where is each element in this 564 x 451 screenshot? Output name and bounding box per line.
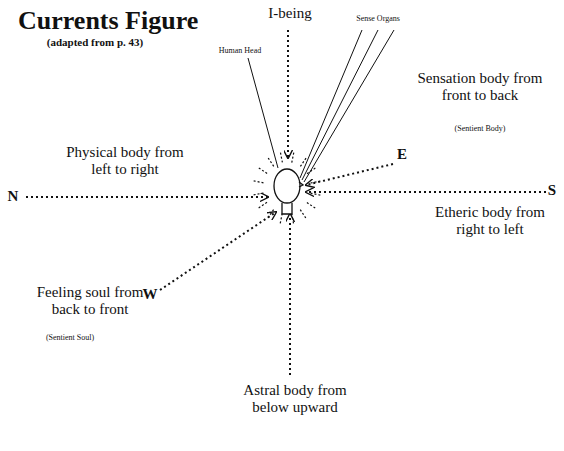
ray-stroke <box>311 193 321 195</box>
diagram-title: Currents Figure <box>18 6 198 36</box>
leader-line <box>302 30 378 180</box>
diagram-label: S <box>544 182 560 199</box>
sensation-current <box>306 164 393 185</box>
diagram-label: Sense Organs <box>338 14 418 23</box>
diagram-label: (Sentient Soul) <box>25 333 115 342</box>
diagram-label: Etheric body from right to left <box>425 204 555 239</box>
etheric-current <box>306 191 546 193</box>
leader-line <box>300 30 362 178</box>
diagram-label: E <box>392 146 412 163</box>
diagram-label: (adapted from p. 43) <box>20 36 170 49</box>
astral-current <box>289 214 291 375</box>
diagram-label: Astral body from below upward <box>225 382 365 417</box>
ray-stroke <box>259 168 267 174</box>
feeling-soul-current <box>160 212 276 290</box>
diagram-label: I-being <box>250 5 330 22</box>
leader-line <box>304 30 394 182</box>
diagram-label: Feeling soul from back to front <box>25 284 155 319</box>
ray-stroke <box>300 210 306 218</box>
ray-stroke <box>254 181 264 183</box>
human-head <box>274 169 303 214</box>
ray-stroke <box>292 214 294 224</box>
ray-stroke <box>259 202 267 208</box>
leader-line <box>248 58 278 168</box>
diagram-label: (Sentient Body) <box>435 124 525 133</box>
ray-stroke <box>292 153 294 163</box>
ray-stroke <box>311 181 321 183</box>
ray-stroke <box>254 193 264 195</box>
diagram-label: Physical body from left to right <box>60 144 190 179</box>
physical-current <box>26 196 268 198</box>
ray-stroke <box>268 210 274 218</box>
ray-stroke <box>280 153 282 163</box>
ray-stroke <box>307 203 315 209</box>
diagram-label: N <box>4 188 22 205</box>
ray-stroke <box>268 158 274 166</box>
diagram-label: Sensation body from front to back <box>415 70 545 105</box>
ray-stroke <box>280 213 282 223</box>
diagram-label: Human Head <box>205 46 275 55</box>
i-being-current <box>287 30 289 158</box>
